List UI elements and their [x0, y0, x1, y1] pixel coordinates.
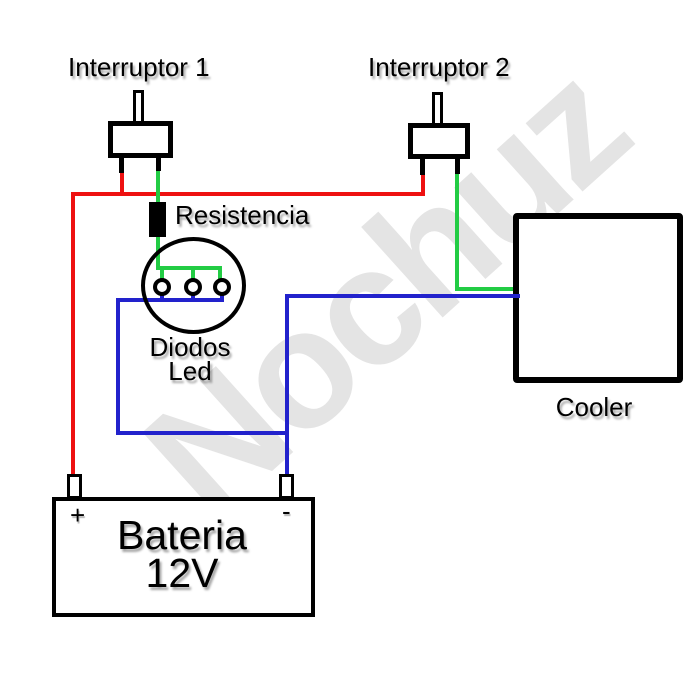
wire-red-switch2-leg	[421, 174, 425, 196]
resistor-body	[149, 202, 166, 237]
cooler-label: Cooler	[555, 392, 633, 422]
led-diode-1	[153, 278, 171, 296]
battery-label-line1: Bateria	[117, 512, 247, 558]
cooler-box	[513, 213, 683, 383]
wire-green-to-cooler	[455, 287, 521, 291]
wire-red-left-vertical	[71, 192, 75, 476]
switch1-body	[108, 121, 173, 158]
switch1-left-pin	[119, 157, 124, 173]
led-label: Diodos Led	[139, 332, 241, 386]
led-group-circle	[141, 237, 246, 334]
battery-minus-sign: -	[282, 496, 291, 526]
switch2-left-pin	[420, 158, 425, 175]
wire-blue-to-cooler	[285, 294, 520, 298]
battery-positive-terminal	[67, 474, 82, 499]
wire-blue-bottom-horizontal	[116, 431, 289, 435]
switch2-lever	[432, 92, 443, 127]
switch2-body	[408, 123, 470, 159]
battery-negative-terminal	[279, 474, 294, 499]
battery-label-line2: 12V	[145, 550, 219, 596]
wire-red-horizontal	[71, 192, 425, 196]
wire-blue-right-vertical	[285, 294, 289, 476]
switch1-label: Interruptor 1	[68, 52, 210, 82]
led-label-line2: Led	[168, 356, 212, 386]
switch1-right-pin	[156, 157, 161, 171]
switch2-label: Interruptor 2	[368, 52, 510, 82]
battery-label: Bateria 12V	[61, 512, 303, 596]
led-diode-2	[184, 278, 202, 296]
battery-box	[52, 497, 315, 617]
led-diode-3	[213, 278, 231, 296]
resistor-label: Resistencia	[175, 200, 310, 230]
wire-blue-left-vertical	[116, 298, 120, 435]
switch2-right-pin	[455, 158, 460, 174]
battery-plus-sign: +	[70, 500, 86, 530]
wire-green-switch2-vertical	[455, 173, 459, 291]
wire-red-switch1-leg	[120, 172, 124, 196]
led-label-line1: Diodos	[149, 332, 231, 362]
